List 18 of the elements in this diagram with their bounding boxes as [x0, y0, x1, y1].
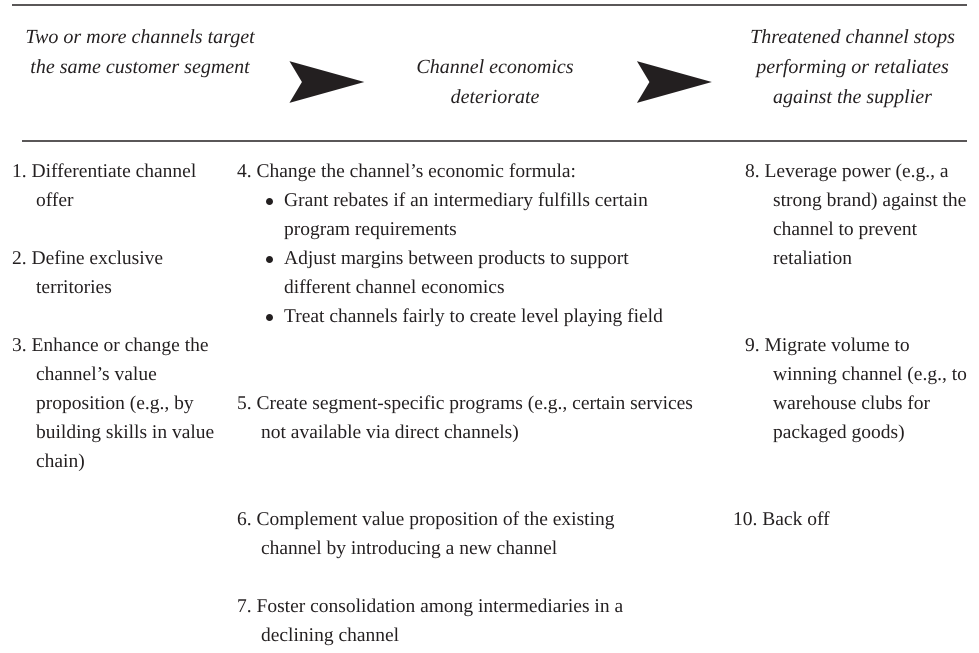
stage-text: Two or more channels target the same customer segment	[25, 22, 255, 82]
list-item-text: 6. Complement value proposition of the existing channel by introducing a new channel	[237, 508, 616, 561]
list-item-text: 7. Foster consolidation among intermediaries in a declining channel	[237, 595, 624, 648]
bullet-text: Treat channels fairly to create level playing field	[284, 305, 664, 329]
chevron-arrow	[636, 61, 712, 103]
stage-text: Threatened channel stops performing or retaliates against the supplier	[740, 22, 965, 112]
list-item-text: 8. Leverage power (e.g., a strong brand) against the channel to prevent retaliation	[745, 160, 968, 271]
list-item-text: 9. Migrate volume to winning channel (e.g., to warehouse clubs for packaged goods)	[745, 334, 968, 445]
bullet-text: Grant rebates if an intermediary fulfills certain program requirements	[284, 189, 649, 242]
list-item-text: 4. Change the channel’s economic formula:	[237, 160, 577, 184]
list-item-text: 5. Create segment-specific programs (e.g., certain services not available via direct channels)	[237, 392, 694, 445]
bullet-text: Adjust margins between products to support different channel economics	[284, 247, 630, 300]
chevron-arrow	[289, 61, 364, 103]
stage-text: Channel economics deteriorate	[390, 52, 600, 112]
list-item-text: 3. Enhance or change the channel’s value proposition (e.g., by building skills in value chain)	[12, 334, 216, 474]
list-item-text: 2. Define exclusive territories	[12, 247, 164, 300]
list-item-text: 1. Differentiate channel offer	[12, 160, 198, 213]
list-item-text: 10. Back off	[733, 508, 831, 532]
